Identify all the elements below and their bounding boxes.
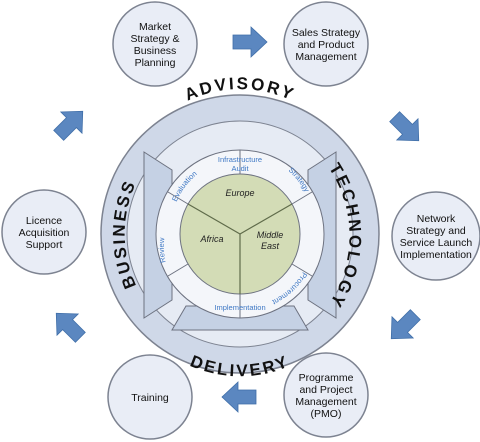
process-node-label: Training xyxy=(131,392,169,404)
region-africa: Africa xyxy=(199,234,223,244)
process-node-label: (PMO) xyxy=(311,408,342,420)
service-review: Review xyxy=(157,237,168,264)
process-node-label: Planning xyxy=(135,57,176,69)
process-node-circle xyxy=(283,1,369,87)
process-node-label: Implementation xyxy=(400,249,472,261)
process-node-label: Management xyxy=(295,396,356,408)
process-node-label: Strategy and xyxy=(406,225,466,237)
process-node-label: Market xyxy=(139,21,171,33)
process-node-label: Network xyxy=(417,213,456,225)
arrow-sales-to-network xyxy=(389,111,420,142)
arrow-market-to-sales xyxy=(232,26,268,58)
process-node-label: Business xyxy=(134,45,177,57)
process-node-label: and Product xyxy=(298,39,355,51)
service-infrastructure-audit-line1: Infrastructure xyxy=(218,155,262,164)
process-node-label: Acquisition xyxy=(19,227,70,239)
process-node-circle xyxy=(107,354,193,440)
process-node-label: Sales Strategy xyxy=(292,27,361,39)
region-middle-east-line1: Middle xyxy=(257,230,284,240)
service-infrastructure-audit-line2: Audit xyxy=(231,164,249,173)
process-node-label: Support xyxy=(26,239,63,251)
process-node-label: and Project xyxy=(299,384,352,396)
process-node-circle xyxy=(391,191,480,281)
process-node-label: Programme xyxy=(299,372,354,384)
region-middle-east-line2: East xyxy=(261,241,280,251)
process-node-label: Service Launch xyxy=(400,237,473,249)
process-node-circle xyxy=(283,352,369,438)
process-node-circle xyxy=(112,1,198,87)
services-ring-dividers xyxy=(167,150,313,318)
process-node-label: Management xyxy=(295,51,356,63)
flow-arrows xyxy=(53,26,421,413)
service-implementation: Implementation xyxy=(214,303,265,312)
arrow-training-to-licence xyxy=(55,312,86,343)
process-node-label: Licence xyxy=(26,215,62,227)
arrow-licence-to-market xyxy=(53,110,84,141)
regions-dividers xyxy=(187,203,293,294)
arrow-network-to-pmo xyxy=(390,309,421,340)
region-europe: Europe xyxy=(225,188,254,198)
process-node-training: Training xyxy=(107,354,193,440)
process-node-label: Strategy & xyxy=(130,33,179,45)
process-node-circle xyxy=(1,189,87,275)
arrow-pmo-to-training xyxy=(221,381,257,413)
